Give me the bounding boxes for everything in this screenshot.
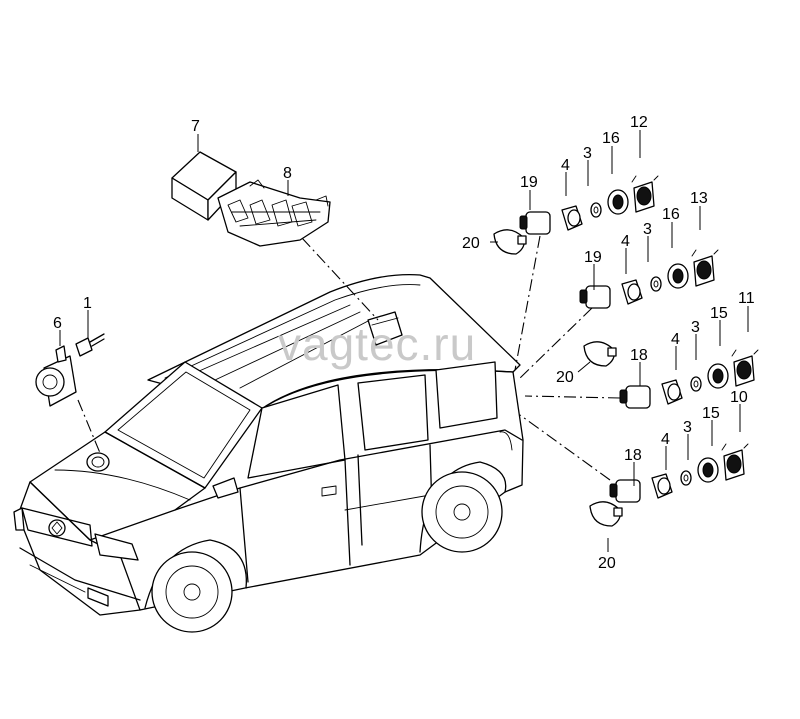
callout-3: 3: [643, 221, 652, 238]
sensor-assembly: [589, 443, 749, 527]
washer-hole: [683, 474, 689, 482]
callout-labels: 7 8 1 6 12 16 3 4 19 20 13 16 3 4 19 20 …: [53, 114, 755, 572]
callout-4: 4: [561, 157, 570, 174]
washer-hole: [653, 280, 659, 288]
cap-tab: [613, 507, 623, 517]
sensor-connector: [609, 483, 618, 498]
sensor-holder-core: [612, 194, 624, 210]
washer: [690, 376, 702, 392]
decoupling-ring-face: [657, 477, 671, 495]
sensor-body: [585, 285, 611, 309]
callout-18: 18: [624, 447, 642, 464]
sensor-holder-core: [672, 268, 684, 284]
mounting-bracket-ring: [726, 454, 742, 474]
sensor-connector: [579, 289, 588, 304]
parking-sensor-assemblies: [493, 175, 759, 527]
callout-4: 4: [661, 431, 670, 448]
callout-6: 6: [53, 315, 62, 332]
decoupling-ring-face: [567, 209, 581, 227]
cover-cap: [589, 501, 621, 527]
callout-1: 1: [83, 295, 92, 312]
leader-lines: [77, 235, 621, 481]
callout-15: 15: [710, 305, 728, 322]
bracket-clips: [721, 443, 749, 451]
callout-10: 10: [730, 389, 748, 406]
screw-part-1: [75, 333, 105, 357]
callout-3: 3: [691, 319, 700, 336]
sensor-holder-core: [712, 368, 724, 384]
callout-7: 7: [191, 118, 200, 135]
sensor-connector: [519, 215, 528, 230]
callout-19: 19: [584, 249, 602, 266]
cover-cap: [583, 341, 615, 367]
sensor-assembly: [619, 349, 759, 409]
sensor-body: [615, 479, 641, 503]
cover-cap: [493, 229, 525, 255]
mounting-bracket-ring: [636, 186, 652, 206]
bracket-clips: [631, 175, 659, 183]
washer: [650, 276, 662, 292]
washer-hole: [593, 206, 599, 214]
mounting-bracket-ring: [736, 360, 752, 380]
bracket-clips: [731, 349, 759, 357]
callout-4: 4: [671, 331, 680, 348]
callout-8: 8: [283, 165, 292, 182]
sensor-assembly: [579, 249, 719, 367]
callout-3: 3: [583, 145, 592, 162]
callout-leaders: [59, 130, 749, 552]
callout-11: 11: [738, 290, 755, 307]
decoupling-ring-face: [667, 383, 681, 401]
decoupling-ring-face: [627, 283, 641, 301]
callout-16: 16: [662, 206, 680, 223]
bracket-clips: [691, 249, 719, 257]
washer: [680, 470, 692, 486]
sensor-body: [525, 211, 551, 235]
callout-19: 19: [520, 174, 538, 191]
washer: [590, 202, 602, 218]
sensor-connector: [619, 389, 628, 404]
callout-3: 3: [683, 419, 692, 436]
callout-4: 4: [621, 233, 630, 250]
sounder-part-6: [35, 345, 77, 407]
sensor-holder-core: [702, 462, 714, 478]
callout-20: 20: [598, 555, 616, 572]
bracket-part-8: [217, 179, 331, 247]
watermark: vagtec.ru: [278, 318, 476, 370]
callout-13: 13: [690, 190, 708, 207]
vehicle-illustration: [13, 273, 524, 633]
callout-15: 15: [702, 405, 720, 422]
cap-tab: [607, 347, 617, 357]
washer-hole: [693, 380, 699, 388]
sensor-body: [625, 385, 651, 409]
callout-18: 18: [630, 347, 648, 364]
cap-tab: [517, 235, 527, 245]
callout-20: 20: [556, 369, 574, 386]
callout-20: 20: [462, 235, 480, 252]
mounting-bracket-ring: [696, 260, 712, 280]
callout-12: 12: [630, 114, 648, 131]
sensor-assembly: [493, 175, 659, 255]
callout-16: 16: [602, 130, 620, 147]
